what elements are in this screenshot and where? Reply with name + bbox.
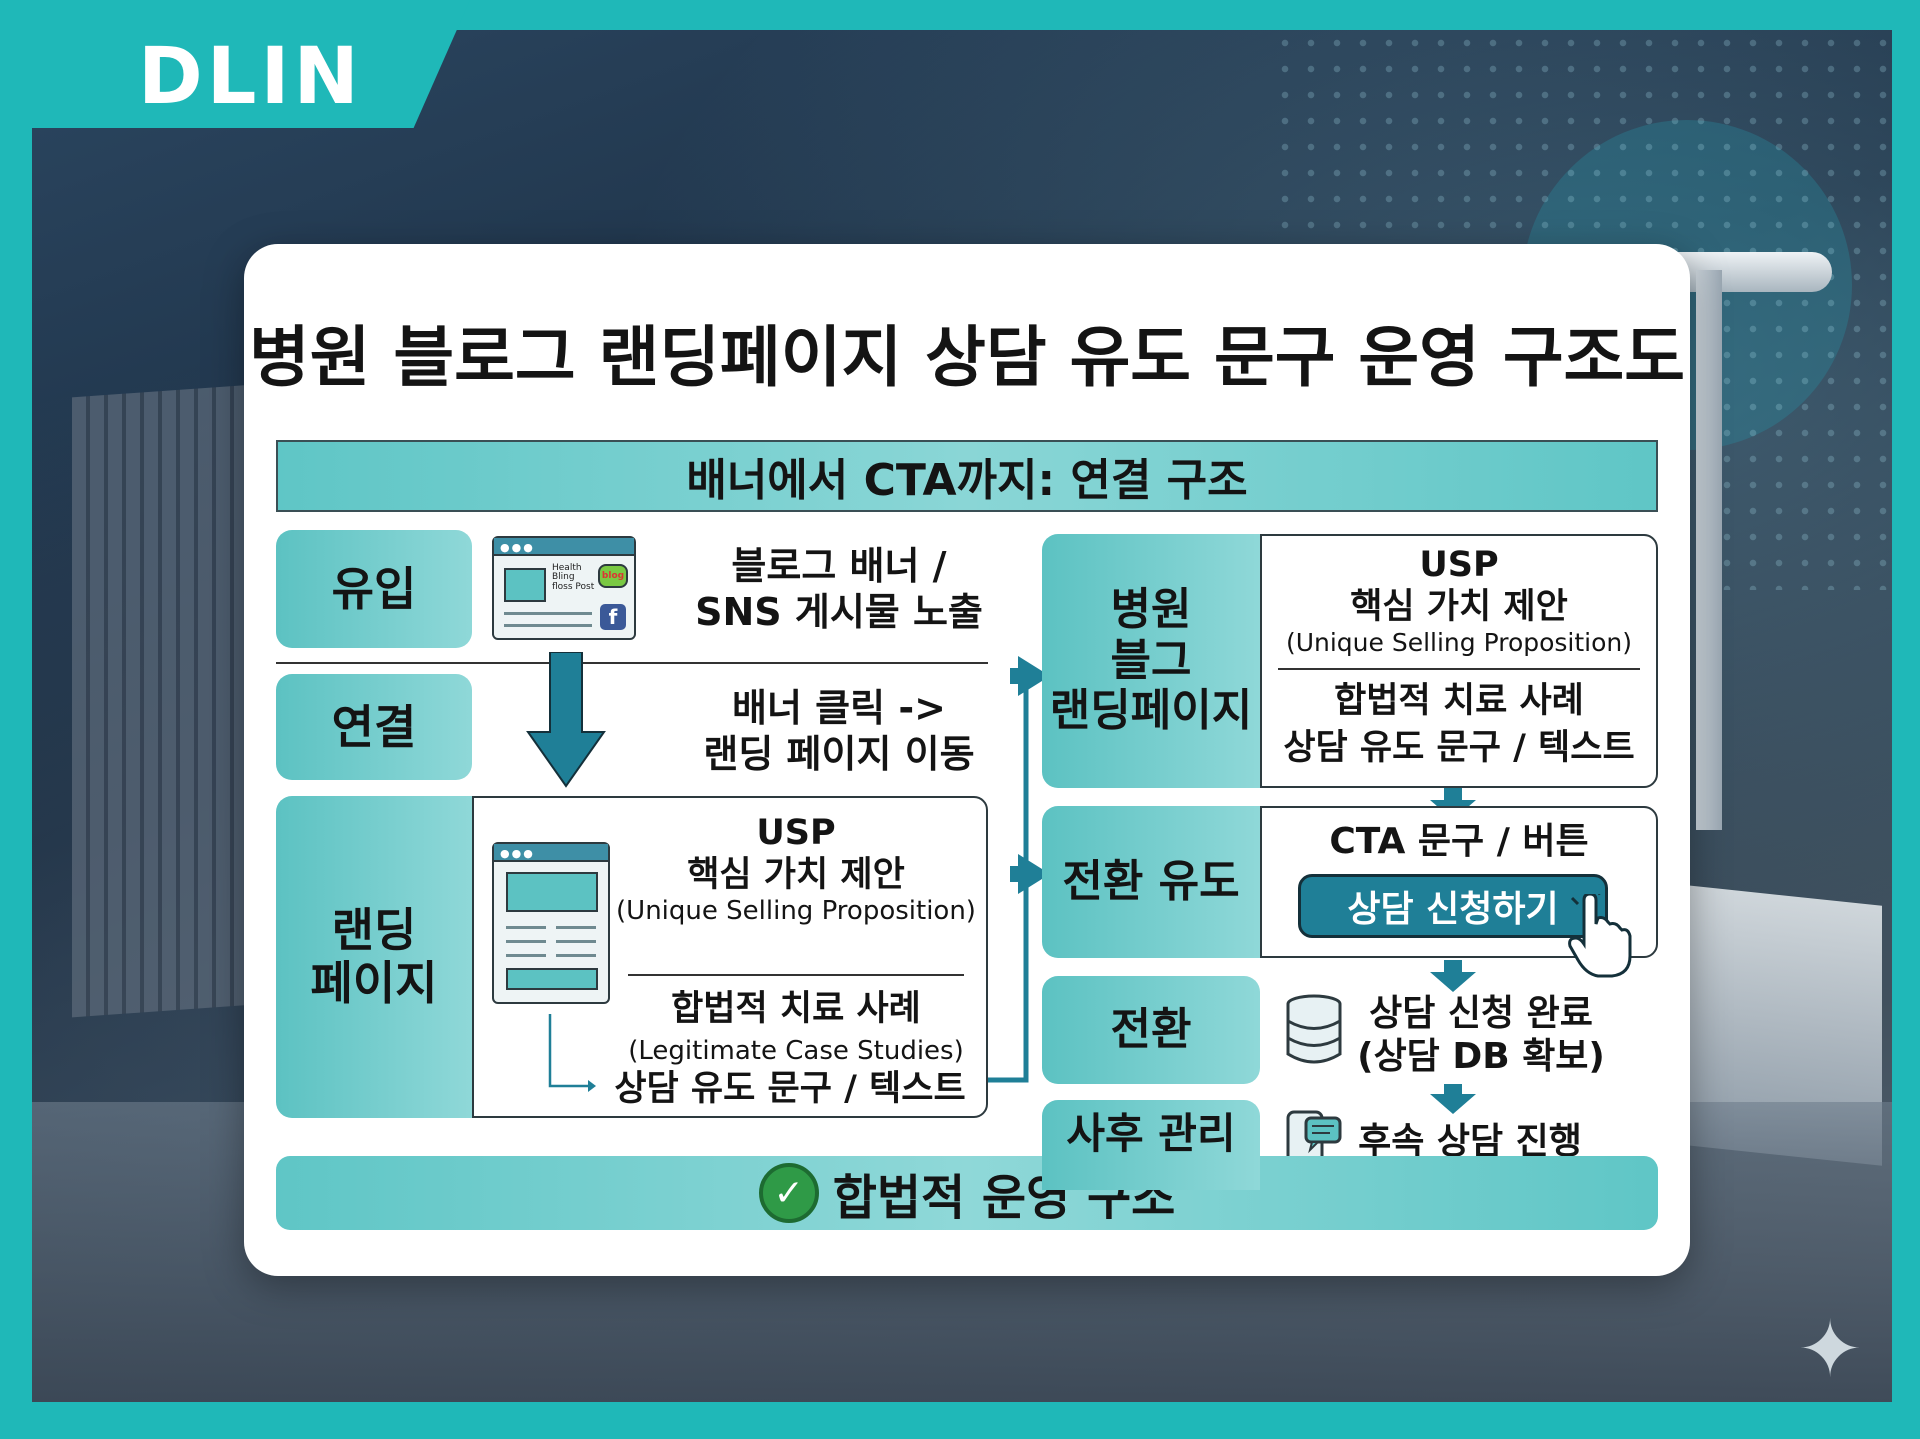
right-usp-en: (Unique Selling Proposition) [1285,628,1633,657]
right-conversion-line2: (상담 DB 확보) [1357,1036,1605,1078]
cta-title: CTA 문구 / 버튼 [1329,821,1589,862]
down-arrow-icon [1430,1084,1476,1114]
right-usp-block: USP 핵심 가치 제안 (Unique Selling Proposition… [1264,544,1654,658]
facebook-icon: f [600,604,626,630]
right-conversion-text: 전환 [1110,1003,1192,1055]
right-cases-block: 합법적 치료 사례 상담 유도 문구 / 텍스트 [1264,678,1654,773]
right-usp-title: USP [1419,545,1499,585]
footer-bar: ✓ 합법적 운영 구조 [276,1156,1658,1230]
consult-request-button[interactable]: 상담 신청하기 [1298,874,1608,938]
section-header: 배너에서 CTA까지: 연결 구조 [276,440,1658,512]
blog-post-icon-text: Health Bling floss Post [552,563,595,592]
blog-post-icon: ●●● Health Bling floss Post blog f [492,536,636,640]
flow-connector-arrows [988,656,1050,1083]
database-icon [1286,994,1342,1064]
down-arrow-icon [1430,960,1476,992]
right-landing-line2: 블그 [1110,634,1192,686]
right-landing-line3: 랜딩페이지 [1049,685,1253,737]
connector-arrow [548,1014,596,1092]
divider-line [628,974,964,976]
stage-connect-line2: 랜딩 페이지 이동 [703,731,975,776]
stage-inflow-label: 유입 [276,530,472,648]
landing-usp-title: USP [756,813,836,853]
down-arrow-icon [526,652,606,788]
right-landing-line1: 병원 [1110,584,1192,636]
right-cta-text: 상담 유도 문구 / 텍스트 [1283,728,1635,769]
right-usp-ko: 핵심 가치 제안 [1350,587,1568,627]
landing-cases-block: 합법적 치료 사례 (Legitimate Case Studies) [616,988,976,1067]
right-landing-detail-box [1260,534,1658,788]
blog-badge-icon: blog [598,564,628,588]
divider-line [1278,668,1640,670]
right-conversion-line1: 상담 신청 완료 [1369,993,1593,1034]
down-arrow-icon [1430,788,1476,820]
divider-line [276,662,988,664]
right-conversion-desc: 상담 신청 완료 (상담 DB 확보) [1356,992,1606,1078]
landing-cases-en: (Legitimate Case Studies) [628,1036,964,1066]
right-induce-label: 전환 유도 [1042,806,1260,958]
stage-connect-text: 연결 [331,699,417,754]
landing-usp-block: USP 핵심 가치 제안 (Unique Selling Proposition… [616,812,976,927]
logo-tab [0,0,470,128]
stage-landing-label: 랜딩 페이지 [276,796,472,1118]
right-followup-text: 사후 관리 [1066,1109,1236,1158]
stage-inflow-line2: SNS 게시물 노출 [695,589,983,634]
landing-cta-text: 상담 유도 문구 / 텍스트 [614,1069,966,1109]
stage-connect-line1: 배너 클릭 -> [732,686,946,730]
stage-connect-desc: 배너 클릭 -> 랜딩 페이지 이동 [644,686,1034,777]
right-cases-title: 합법적 치료 사례 [1334,681,1584,721]
landing-usp-en: (Unique Selling Proposition) [616,896,976,926]
background-lamp-arm [1696,270,1722,830]
landing-cases-title: 합법적 치료 사례 [671,989,921,1029]
pointer-hand-icon [1568,894,1632,978]
landing-usp-ko: 핵심 가치 제안 [687,855,905,895]
page-title: 병원 블로그 랜딩페이지 상담 유도 문구 운영 구조도 [249,319,1685,396]
sparkle-icon: ✦ [1797,1305,1863,1395]
stage-landing-line1: 랜딩 [331,903,417,958]
landing-page-icon: ●●● [492,842,610,1004]
stage-landing-line2: 페이지 [310,956,438,1010]
stage-inflow-text: 유입 [331,561,417,616]
diagram-card: 병원 블로그 랜딩페이지 상담 유도 문구 운영 구조도 배너에서 CTA까지:… [244,244,1690,1276]
check-icon: ✓ [758,1163,819,1223]
stage-inflow-line1: 블로그 배너 / [731,544,947,588]
right-conversion-label: 전환 [1042,976,1260,1084]
right-followup-desc: 후속 상담 진행 [1358,1121,1582,1162]
followup-label-overlap [1042,1156,1260,1190]
right-induce-text: 전환 유도 [1062,855,1240,907]
stage-connect-label: 연결 [276,674,472,780]
brand-logo: DLIN [138,32,363,122]
stage-inflow-desc: 블로그 배너 / SNS 게시물 노출 [644,544,1034,635]
right-landing-label: 병원 블그 랜딩페이지 [1042,534,1260,788]
